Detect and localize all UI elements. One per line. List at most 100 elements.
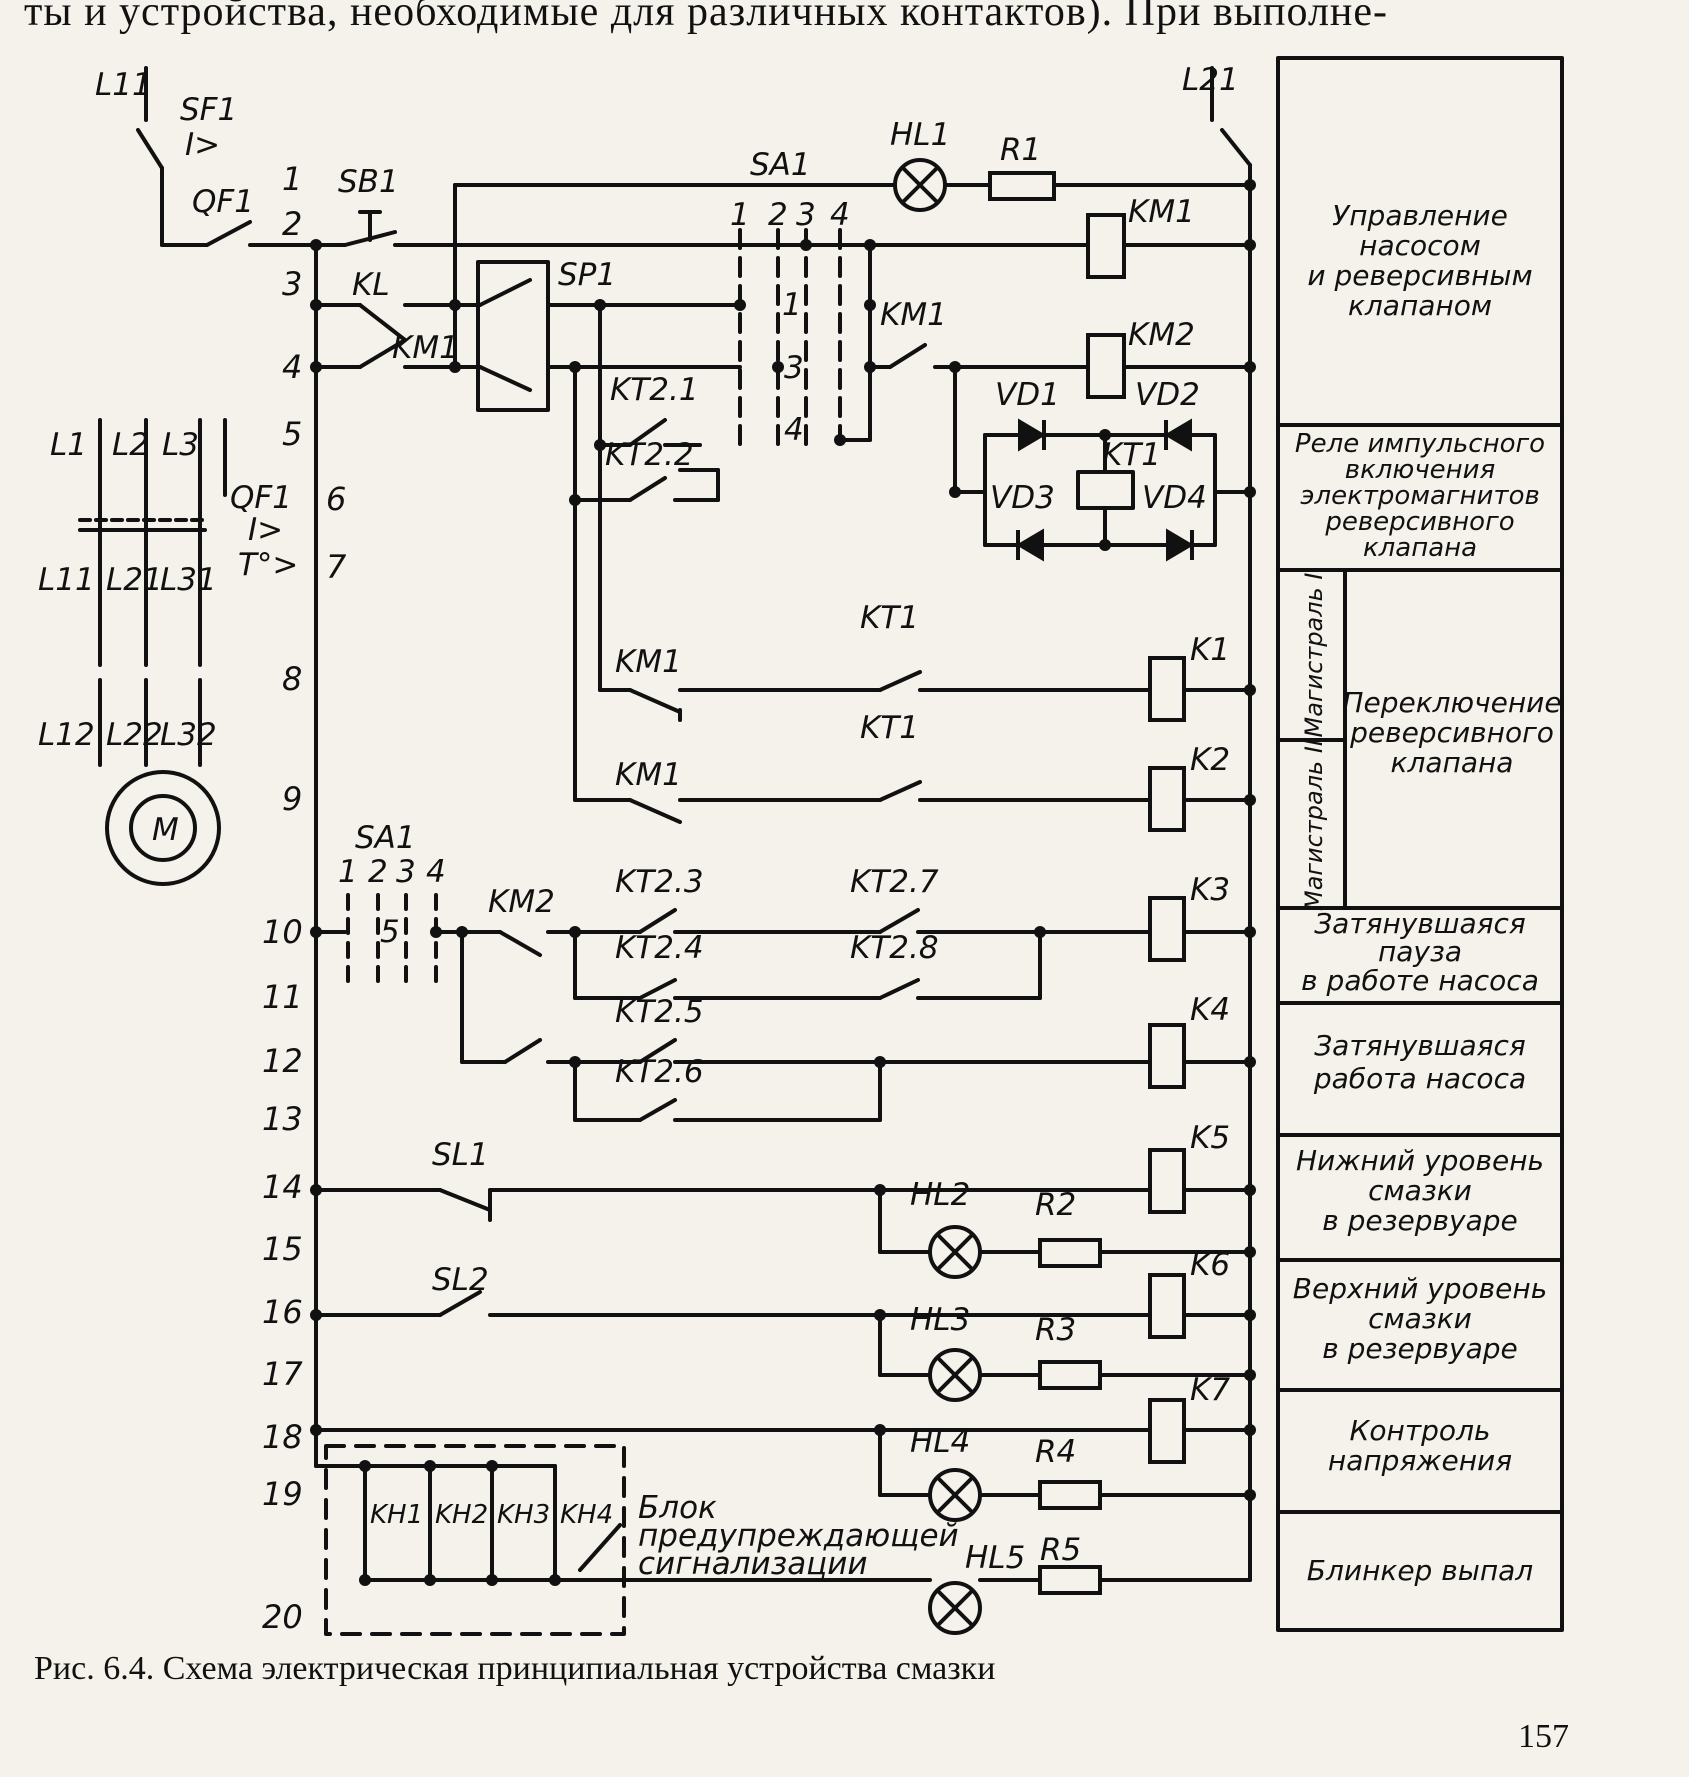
panel-pause-1: Затянувшаяся [1314,907,1526,940]
vd4-diode [1166,528,1194,562]
line-number-17: 17 [262,1355,303,1393]
r2-resistor [1038,1238,1102,1268]
label-sf1: SF1 [180,92,237,128]
panel-relay-4: реверсивного [1324,507,1514,537]
panel-voltage-2: напряжения [1328,1444,1512,1477]
k4-coil [1148,1023,1186,1089]
k2-coil [1148,766,1186,832]
line-number-13: 13 [262,1100,303,1138]
label-vd1: VD1 [995,377,1060,413]
label-k6: K6 [1190,1247,1230,1283]
panel-voltage-1: Контроль [1350,1414,1491,1447]
label-k5: K5 [1190,1120,1230,1156]
panel-work-1: Затянувшаяся [1314,1029,1526,1062]
hl4-lamp [928,1468,982,1522]
label-sp1: SP1 [558,257,616,293]
label-l12: L12 [38,717,95,753]
label-kt1-coil: KT1 [1102,437,1161,473]
label-kt2-1: KT2.1 [610,372,699,408]
panel-work-2: работа насоса [1313,1062,1526,1095]
label-block-1: Блок [638,1490,717,1526]
label-kt2-6: KT2.6 [615,1054,704,1090]
label-kh2: KH2 [435,1500,488,1530]
panel-switching-3: клапана [1391,746,1514,779]
label-block-2: предупреждающей [638,1518,959,1554]
label-sa1-inner-3: 3 [784,350,804,386]
label-l3: L3 [162,427,199,463]
line-number-10: 10 [262,913,303,951]
line-number-19: 19 [262,1475,303,1513]
r5-resistor [1038,1565,1102,1595]
label-sl1: SL1 [432,1137,489,1173]
label-k2: K2 [1190,742,1230,778]
line-number-3: 3 [282,265,302,303]
label-t-gt-motor: T°> [238,547,298,583]
label-sa1-inner-4: 4 [784,412,804,448]
line-number-2: 2 [282,205,302,243]
label-l22: L22 [106,717,163,753]
hl5-lamp [928,1581,982,1635]
label-l32: L32 [160,717,217,753]
label-sa1b-pos3: 3 [396,854,416,890]
k7-coil [1148,1398,1186,1464]
r4-resistor [1038,1480,1102,1510]
label-km2-contact: KM2 [488,884,555,920]
page-top-text: ты и устройства, необходимые для различн… [24,0,1389,35]
label-i-gt-motor: I> [248,512,283,548]
panel-relay-1: Реле импульсного [1295,429,1545,459]
vd2-diode [1164,418,1192,452]
wires [78,56,1564,1636]
label-kh1: KH1 [370,1500,423,1530]
label-km1-line8: KM1 [615,644,682,680]
label-km1-contact-2: KM1 [880,297,947,333]
label-r3: R3 [1035,1312,1076,1348]
label-sa1-pos4: 4 [830,197,850,233]
panel-pump-3: и реверсивным [1307,259,1532,292]
label-k7: K7 [1190,1372,1230,1408]
label-sa1-pos3: 3 [796,197,816,233]
label-kl: KL [352,267,390,303]
line-number-9: 9 [282,780,302,818]
line-number-16: 16 [262,1293,303,1331]
label-hl4: HL4 [910,1424,970,1460]
label-r1: R1 [1000,132,1041,168]
label-vd4: VD4 [1142,480,1207,516]
hl1-lamp [893,158,947,212]
label-hl5: HL5 [965,1540,1025,1576]
label-hl2: HL2 [910,1177,970,1213]
label-hl3: HL3 [910,1302,970,1338]
line-number-1: 1 [282,160,302,198]
panel-pump-4: клапаном [1348,289,1492,322]
label-kt1-a: KT1 [860,600,919,636]
function-panel-border [1276,56,1564,1632]
label-l21-phase: L21 [106,562,163,598]
figure-caption: Рис. 6.4. Схема электрическая принципиал… [34,1650,996,1687]
label-km1-contact: KM1 [392,330,459,366]
label-sa1b-pos2: 2 [368,854,388,890]
label-kt1-b: KT1 [860,710,919,746]
sp1-housing [476,260,550,412]
line-number-15: 15 [262,1230,303,1268]
label-sa1-top: SA1 [750,147,811,183]
label-l11-phase: L11 [38,562,95,598]
label-km2-coil: KM2 [1128,317,1195,353]
label-kt2-8: KT2.8 [850,930,939,966]
label-motor: M [152,812,179,848]
panel-switching-2: реверсивного [1349,716,1554,749]
label-l31-phase: L31 [160,562,217,598]
k3-coil [1148,896,1186,962]
label-km1-coil: KM1 [1128,194,1195,230]
hl2-lamp [928,1225,982,1279]
panel-relay-5: клапана [1363,533,1477,563]
panel-high-2: смазки [1368,1302,1472,1335]
panel-pause-2: пауза [1378,935,1462,968]
label-k4: K4 [1190,992,1230,1028]
panel-relay-2: включения [1345,455,1495,485]
line-number-11: 11 [262,978,303,1016]
junctions [310,179,1256,1586]
panel-mag2: Магистраль II [1300,739,1328,911]
label-l1: L1 [50,427,87,463]
label-r2: R2 [1035,1187,1076,1223]
label-sl2: SL2 [432,1262,489,1298]
r1-resistor [988,171,1056,201]
